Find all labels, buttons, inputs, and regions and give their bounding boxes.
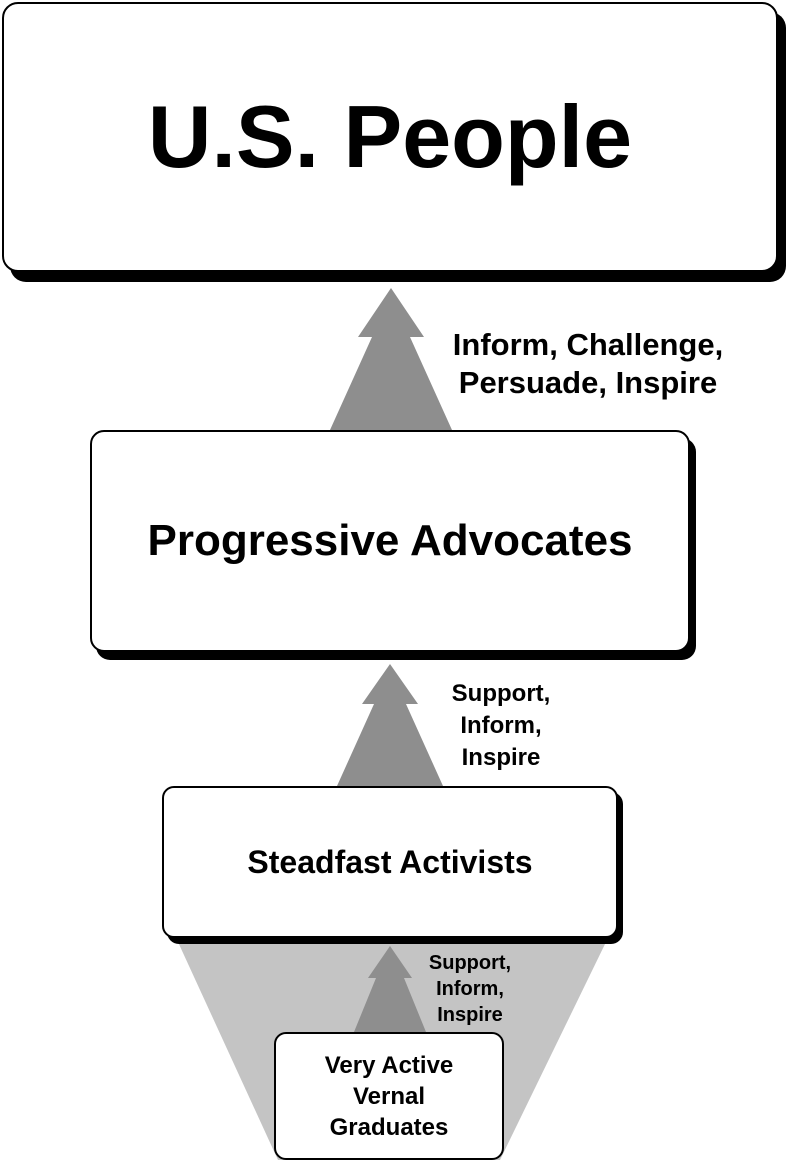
edge-label-line: Support, [451,680,551,707]
edge-label-line: Persuade, Inspire [458,365,718,400]
node-us-people: U.S. People [2,2,778,272]
edge-label-line: Inspire [437,1004,503,1026]
edge-label-line: Inspire [461,744,541,771]
edge-label-activists-to-advocates: Support, Inform, Inspire [434,678,568,774]
arrow-advocates-to-people [330,288,452,430]
edge-label-line: Inform, [436,978,504,1000]
node-steadfast-activists-label: Steadfast Activists [247,843,533,880]
node-progressive-advocates-label: Progressive Advocates [147,516,633,565]
node-steadfast-activists: Steadfast Activists [162,786,618,938]
node-graduates: Very Active Vernal Graduates [274,1032,504,1160]
arrow-activists-to-advocates [337,664,443,786]
edge-label-line: Inform, [460,712,542,739]
node-us-people-label: U.S. People [147,87,633,186]
node-graduates-line: Graduates [329,1113,449,1141]
node-graduates-label: Very Active Vernal Graduates [325,1050,454,1143]
arrow-graduates-to-activists [354,946,426,1032]
edge-label-graduates-to-activists: Support, Inform, Inspire [418,950,522,1028]
edge-label-line: Support, [428,952,512,974]
node-graduates-line: Vernal [352,1082,426,1110]
edge-label-line: Inform, Challenge, [452,327,724,362]
node-progressive-advocates: Progressive Advocates [90,430,690,652]
edge-label-advocates-to-people: Inform, Challenge, Persuade, Inspire [432,326,744,402]
node-graduates-line: Very Active [324,1051,454,1079]
